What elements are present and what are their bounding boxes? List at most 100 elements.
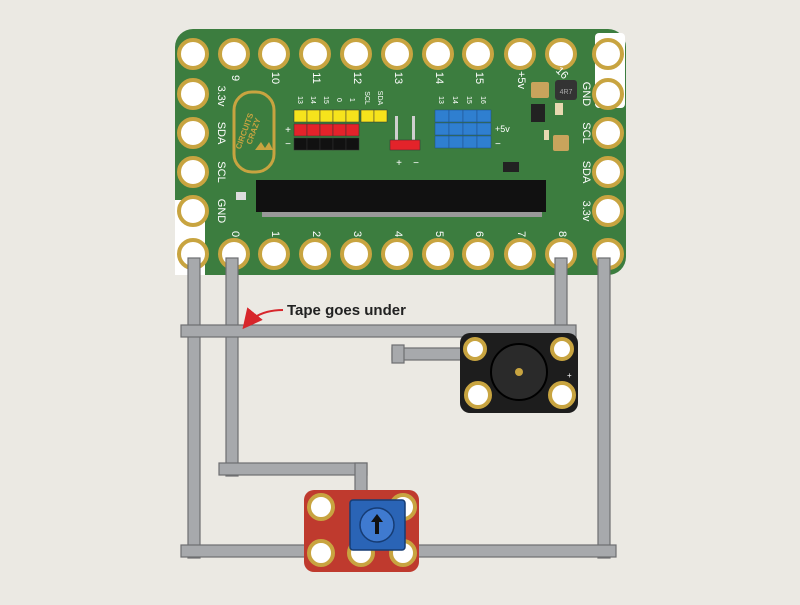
pin-label: +5v [515,71,527,90]
header-label: SCL [363,91,370,105]
header-label: 14 [309,96,316,104]
tape-trace-left-gnd [187,257,201,559]
pin-pad[interactable] [177,38,209,70]
buzzer-pad[interactable] [463,337,487,361]
pot-pad[interactable] [307,539,335,567]
arrow-up-icon [371,514,383,534]
header-label: 0 [335,98,342,102]
tape-trace-right-gnd [597,257,611,559]
header-cell [306,137,321,151]
pin-pad-sda-right[interactable] [592,156,624,188]
header-cell [476,109,492,123]
header-cell [319,109,334,123]
top-pin-pads [177,38,624,70]
header-label: 15 [322,96,329,104]
pin-label: SCL [580,122,592,143]
potentiometer-module [304,490,419,572]
pin-label: 3.3v [215,86,227,107]
header-cell [319,137,334,151]
pin-label: 15 [473,72,485,84]
header-label: 13 [296,96,303,104]
pin-pad-scl-right[interactable] [592,117,624,149]
buzzer-pad[interactable] [464,381,492,409]
pin-pad-4[interactable] [381,238,413,270]
pin-label: SCL [215,161,227,182]
header-cell [373,109,388,123]
pin-pad-9[interactable] [218,38,250,70]
pin-pad-sda-left[interactable] [177,117,209,149]
header-blue-labels: 13 14 15 16 [437,96,486,104]
header-cell [434,109,450,123]
header-cell [434,122,450,136]
pin-pad-3v3-left[interactable] [177,78,209,110]
header-cell [293,123,308,137]
header-label: 16 [479,96,486,104]
resistor [555,103,563,115]
pin-pad-14[interactable] [422,38,454,70]
header-cell [448,109,464,123]
header-cell [476,122,492,136]
slot-body [256,180,546,212]
pin-pad-scl-left[interactable] [177,156,209,188]
pin-pad-gnd-top[interactable] [592,38,624,70]
pin-pad-5v[interactable] [504,38,536,70]
header-cell [434,135,450,149]
buzzer-pad[interactable] [548,381,576,409]
header-cell [476,135,492,149]
pin-pad-6[interactable] [462,238,494,270]
header-cell [306,123,321,137]
power-minus-label: − [413,158,419,169]
buzzer-module: + [460,333,578,413]
resistor [544,130,549,140]
pin-pad-gnd-right[interactable] [592,78,624,110]
buzzer-plus-label: + [567,371,572,380]
pin-pad-10[interactable] [258,38,290,70]
pin-label: 2 [310,231,322,237]
pin-pad-11[interactable] [299,38,331,70]
pin-pad-gnd-left[interactable] [177,195,209,227]
header-cell [345,137,360,151]
edge-connector-slot [256,180,546,217]
pin-pad-1[interactable] [258,238,290,270]
pin-label: 8 [556,231,568,237]
header-cell [319,123,334,137]
pin-pad-3v3-right[interactable] [592,195,624,227]
buzzer-pad[interactable] [550,337,574,361]
pot-pad[interactable] [307,493,335,521]
header-5v-label: +5v [495,124,510,134]
right-pin-pads [592,78,624,227]
tape-trace-bend [391,344,405,364]
power-plus-label: + [396,158,402,169]
left-pin-pads [177,78,209,227]
header-cell [448,122,464,136]
header-block-right: 13 14 15 16 +5v − [434,96,510,150]
header-cell [345,123,360,137]
header-minus-label: − [285,139,291,150]
pin-pad-12[interactable] [340,38,372,70]
pin-pad-7[interactable] [504,238,536,270]
header-cell [306,109,321,123]
pin-label: 3 [351,231,363,237]
pin-pad-2[interactable] [299,238,331,270]
annotation-arrow [242,307,284,330]
crazy-circuits-board: 9 10 11 12 13 14 15 +5v 16 3.3v SDA SCL … [175,29,626,275]
header-label: 13 [437,96,444,104]
header-cell [448,135,464,149]
header-label: 14 [451,96,458,104]
pin-label: SDA [580,161,592,184]
pin-label: 7 [515,231,527,237]
pin-pad-5[interactable] [422,238,454,270]
left-pin-labels: 3.3v SDA SCL GND [215,86,227,224]
pin-pad-3[interactable] [340,238,372,270]
pin-label: 4 [392,231,404,237]
regulator-chip [531,104,545,122]
connector-pin [395,116,398,142]
pin-pad-13[interactable] [381,38,413,70]
pin-label: SDA [215,122,227,145]
header-cell [345,109,360,123]
pin-pad-16[interactable] [545,38,577,70]
header-cell [462,135,478,149]
connector-pin [412,116,415,142]
pin-pad-15[interactable] [462,38,494,70]
pin-label: 9 [229,75,241,81]
